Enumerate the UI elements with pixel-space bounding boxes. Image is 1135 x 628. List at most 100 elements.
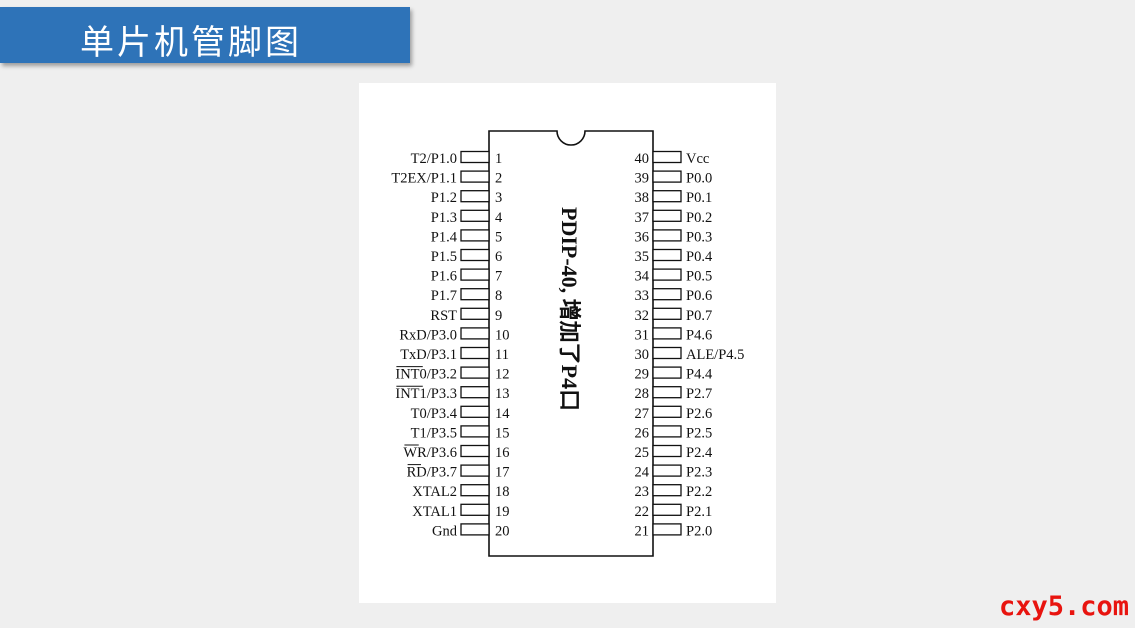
left-pin-18: 18 XTAL2: [412, 484, 510, 500]
pin-number: 24: [635, 465, 650, 481]
pin-lead: [460, 288, 490, 301]
pin-number: 17: [495, 465, 510, 481]
pin-lead: [652, 170, 682, 183]
pin-number: 27: [635, 406, 650, 422]
left-pin-group: 1T2/P1.02T2EX/P1.13P1.24P1.35P1.46P1.57P…: [391, 150, 510, 539]
pin-lead: [460, 405, 490, 418]
pin-name: P1.4: [431, 229, 458, 245]
right-pin-32: 32 P0.7: [635, 307, 712, 324]
pin-name: INT1/P3.3: [395, 386, 457, 402]
pin-name: Gnd: [432, 523, 458, 539]
pin-number: 11: [495, 347, 509, 363]
pin-number: 39: [635, 171, 650, 187]
pin-lead: [460, 484, 490, 497]
pin-number: 32: [635, 308, 650, 324]
right-pin-22: 22 P2.1: [635, 503, 712, 520]
pin-name: T2/P1.0: [411, 151, 457, 167]
left-pin-3: 3 P1.2: [431, 190, 502, 206]
pin-name: WR/P3.6: [403, 445, 457, 461]
pinout-svg: 1T2/P1.02T2EX/P1.13P1.24P1.35P1.46P1.57P…: [391, 130, 744, 557]
pin-name: RxD/P3.0: [399, 327, 457, 343]
pin-name: RD/P3.7: [407, 465, 457, 481]
pin-name: P0.5: [686, 269, 712, 285]
title-banner: 单片机管脚图: [0, 7, 410, 63]
pin-lead: [460, 268, 490, 281]
pin-number: 2: [495, 171, 502, 187]
pin-lead: [652, 523, 682, 536]
left-pin-5: 5 P1.4: [431, 229, 502, 245]
pin-number: 19: [495, 504, 510, 520]
pin-number: 5: [495, 229, 502, 245]
chip-outline: [488, 130, 654, 557]
pin-lead: [652, 288, 682, 301]
pin-number: 22: [635, 504, 650, 520]
left-pin-6: 6P1.5: [431, 248, 502, 265]
pin-name: P2.2: [686, 484, 712, 500]
pin-lead: [460, 190, 490, 203]
pin-lead: [460, 386, 490, 399]
left-pin-7: 7P1.6: [431, 268, 502, 285]
pin-number: 28: [635, 386, 650, 402]
pin-lead: [460, 366, 490, 379]
pin-name: P2.7: [686, 386, 712, 402]
pin-lead: [652, 464, 682, 477]
pin-number: 21: [635, 523, 650, 539]
pin-name: T1/P3.5: [411, 425, 457, 441]
left-pin-13: 13 INT1/P3.3: [395, 385, 510, 402]
pin-lead: [460, 464, 490, 477]
pin-lead: [460, 307, 490, 320]
pin-lead: [460, 425, 490, 438]
pin-number: 15: [495, 425, 510, 441]
pin-lead: [460, 444, 490, 458]
pin-lead: [652, 268, 682, 281]
pin-name: TxD/P3.1: [400, 347, 457, 363]
pin-number: 20: [495, 523, 510, 539]
pin-name: P0.7: [686, 308, 712, 324]
pin-number: 23: [635, 484, 650, 500]
pin-number: 29: [635, 367, 650, 383]
pin-lead: [460, 523, 490, 536]
pin-number: 6: [495, 249, 502, 265]
left-pin-1: 1T2/P1.0: [411, 150, 502, 167]
right-pin-27: 27 P2.6: [635, 405, 712, 422]
pin-number: 13: [495, 386, 510, 402]
right-pin-28: 28 P2.7: [635, 386, 712, 402]
pin-lead: [652, 248, 682, 262]
pin-lead: [460, 209, 490, 222]
pin-lead: [652, 229, 682, 242]
pin-name: XTAL2: [412, 484, 457, 500]
pin-lead: [652, 484, 682, 497]
pin-lead: [652, 425, 682, 438]
left-pin-8: 8P1.7: [431, 288, 502, 304]
pin-name: P2.6: [686, 406, 712, 422]
site-watermark: cxy5.com: [998, 591, 1129, 622]
pin-number: 7: [495, 269, 502, 285]
pin-name: P2.1: [686, 504, 712, 520]
pin-number: 37: [635, 210, 650, 226]
pin-name: INT0/P3.2: [395, 367, 457, 383]
pin-number: 31: [635, 327, 650, 343]
pin-name: RST: [430, 308, 457, 324]
pin-number: 16: [495, 445, 510, 461]
pin-number: 3: [495, 190, 502, 206]
pin-lead: [460, 248, 490, 262]
pin-lead: [652, 307, 682, 320]
left-pin-15: 15 T1/P3.5: [411, 425, 510, 441]
pin-lead: [460, 170, 490, 183]
pin-lead: [460, 229, 490, 242]
pin-name: Vcc: [686, 151, 709, 167]
pin-number: 30: [635, 347, 650, 363]
pin-number: 18: [495, 484, 510, 500]
pin-name: P1.2: [431, 190, 457, 206]
